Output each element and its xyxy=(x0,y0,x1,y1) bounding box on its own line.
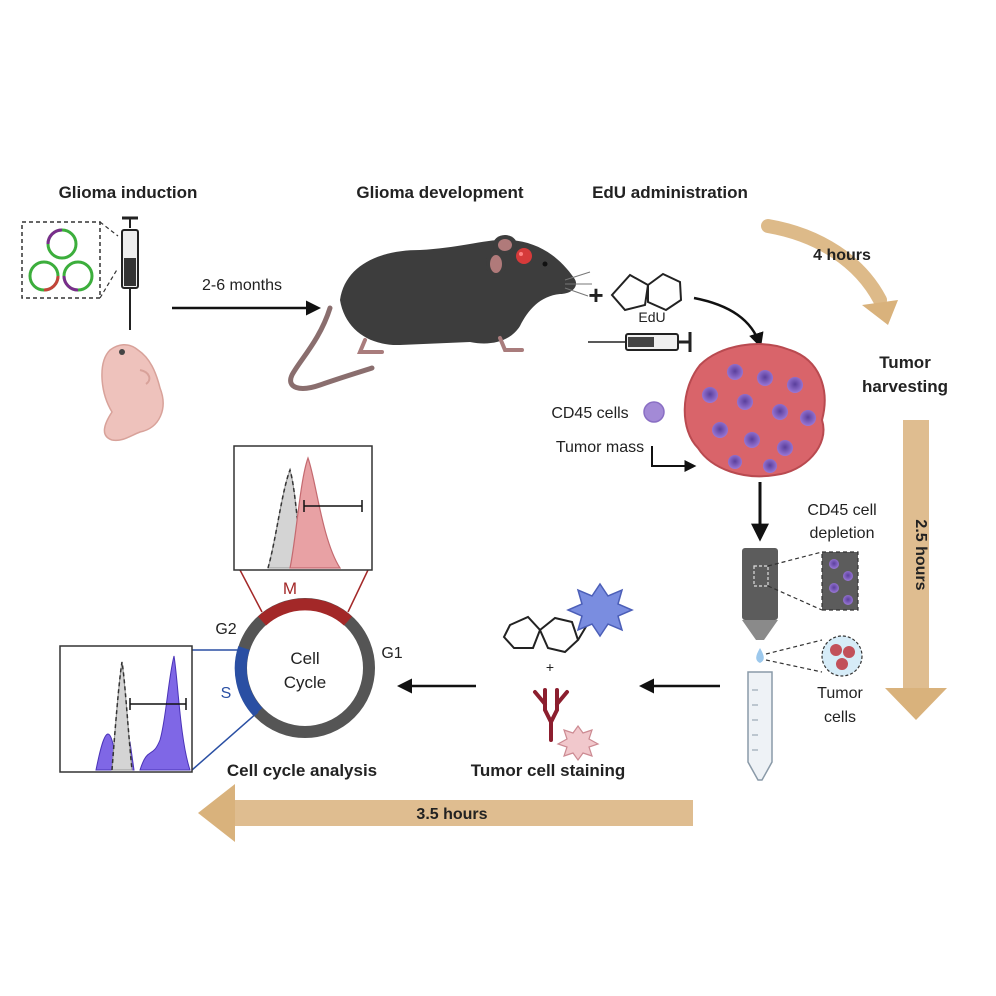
m-phase-arc xyxy=(257,598,353,626)
magnetic-column-icon xyxy=(742,548,778,640)
timeline-arrow-2-5h xyxy=(903,420,929,690)
cell-cycle-title-1: Cell xyxy=(290,649,319,668)
timing-3-5-hours: 3.5 hours xyxy=(416,806,487,823)
cd45-depletion-label-2: depletion xyxy=(810,525,875,542)
tumor-cells-label-1: Tumor xyxy=(817,685,863,702)
timeline-arrow-3-5h xyxy=(235,800,693,826)
m-zoom-line-left xyxy=(239,569,263,613)
edu-syringe-icon xyxy=(588,332,692,352)
s-phase-arc xyxy=(234,646,263,717)
column-zoom-icon xyxy=(821,551,859,611)
cd45-cell-icon xyxy=(643,401,665,423)
phase-s-label: S xyxy=(221,685,232,702)
timeline-arrowhead-3-5h xyxy=(198,784,235,842)
antibody-icon xyxy=(533,688,569,742)
zoom-line-cells-bottom xyxy=(765,659,823,673)
step-cell-cycle-analysis: Cell cycle analysis xyxy=(227,761,377,780)
edu-structure-icon xyxy=(610,272,683,312)
fluorophore-star-icon xyxy=(566,582,634,638)
m-zoom-line-right xyxy=(347,569,369,613)
step-glioma-induction: Glioma induction xyxy=(59,183,198,202)
mouse-pup-icon xyxy=(101,344,164,442)
timing-4-hours: 4 hours xyxy=(813,247,871,264)
step-tumor-cell-staining: Tumor cell staining xyxy=(471,761,626,780)
phase-g2-label: G2 xyxy=(215,621,236,638)
edu-label: EdU xyxy=(638,309,665,325)
s-zoom-line-bottom xyxy=(191,711,259,771)
edu-azide-icon xyxy=(502,615,591,654)
fluorophore-pink-icon xyxy=(556,724,600,762)
zoom-line-cells-top xyxy=(765,639,823,655)
staining-plus: + xyxy=(546,659,554,675)
mouse-icon xyxy=(288,235,592,391)
syringe-icon xyxy=(121,216,139,330)
phase-m-label: M xyxy=(283,579,297,598)
tumor-harvesting-label-1: Tumor xyxy=(879,353,931,372)
tumor-mass-label: Tumor mass xyxy=(556,439,644,456)
timeline-arrowhead-4h xyxy=(862,300,898,325)
m-phase-histogram xyxy=(233,445,373,571)
phase-g1-label: G1 xyxy=(381,645,402,662)
cd45-cells-label: CD45 cells xyxy=(551,405,628,422)
cell-cycle-title-2: Cycle xyxy=(284,673,327,692)
plasmid-box xyxy=(21,221,119,299)
tumor-cells-label-2: cells xyxy=(824,709,856,726)
arrow-to-tumor xyxy=(693,296,764,348)
cell-cycle-ring xyxy=(235,598,375,738)
cd45-depletion-label-1: CD45 cell xyxy=(807,502,876,519)
tumor-harvesting-label-2: harvesting xyxy=(862,377,948,396)
tumor-cells-bubble-icon xyxy=(821,635,863,677)
conical-tube-icon xyxy=(747,671,773,781)
step-edu-administration: EdU administration xyxy=(592,183,748,202)
timing-2-5-hours: 2.5 hours xyxy=(912,519,929,590)
zoom-line-top xyxy=(767,551,823,567)
step-glioma-development: Glioma development xyxy=(356,183,524,202)
s-phase-histogram xyxy=(59,645,193,773)
tumor-mass-pointer xyxy=(651,446,697,472)
timeline-arrow-4h xyxy=(761,219,887,307)
timing-2-6-months: 2-6 months xyxy=(202,277,282,294)
droplet-icon xyxy=(756,648,764,663)
plus-sign: + xyxy=(588,280,603,310)
tumor-mass-icon xyxy=(683,343,826,478)
timeline-arrowhead-2-5h xyxy=(885,688,947,720)
zoom-line-bottom xyxy=(767,585,823,611)
